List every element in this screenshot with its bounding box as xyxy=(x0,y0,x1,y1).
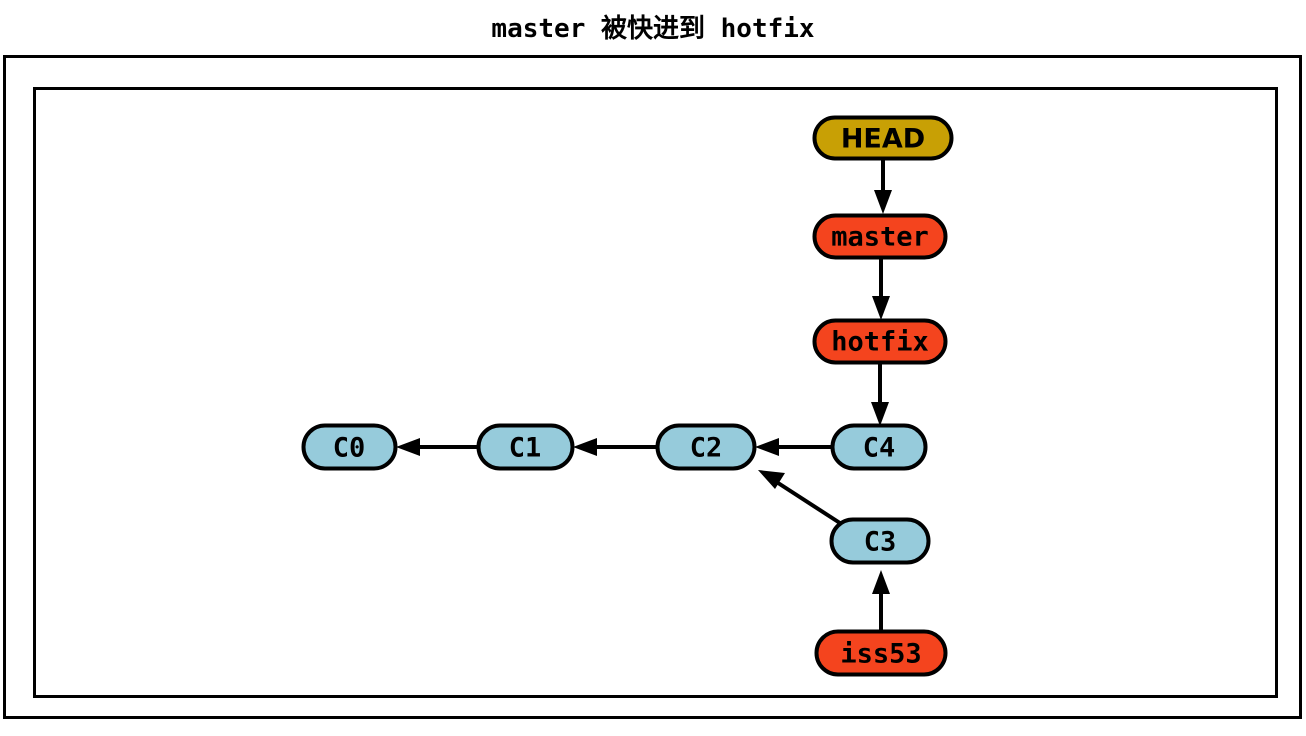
inner-border xyxy=(33,87,1278,698)
node-c4[interactable]: C4 xyxy=(830,423,928,471)
node-head[interactable]: HEAD xyxy=(812,115,954,161)
node-c1[interactable]: C1 xyxy=(476,423,575,471)
node-master-label: master xyxy=(831,222,929,253)
edge-c4-to-c2 xyxy=(755,438,832,456)
edge-master-to-hotfix xyxy=(872,257,890,320)
node-c4-label: C4 xyxy=(863,433,896,464)
edge-hotfix-to-c4 xyxy=(871,362,889,426)
edge-c2-to-c1 xyxy=(573,438,657,456)
node-iss53-label: iss53 xyxy=(840,639,921,670)
page-title: master 被快进到 hotfix xyxy=(491,14,815,44)
edge-c1-to-c0 xyxy=(396,438,477,456)
node-c1-label: C1 xyxy=(509,433,542,464)
node-hotfix-label: hotfix xyxy=(831,327,929,358)
node-hotfix[interactable]: hotfix xyxy=(812,318,948,365)
node-c0-label: C0 xyxy=(333,433,366,464)
node-c3[interactable]: C3 xyxy=(829,517,931,565)
node-c3-label: C3 xyxy=(864,527,897,558)
edge-c3-to-c2 xyxy=(758,470,845,527)
node-c2-label: C2 xyxy=(690,433,723,464)
node-head-label: HEAD xyxy=(841,124,925,155)
node-master[interactable]: master xyxy=(812,213,948,260)
edge-iss53-to-c3 xyxy=(872,570,890,631)
node-c2[interactable]: C2 xyxy=(655,423,757,471)
edge-head-to-master xyxy=(874,158,892,214)
node-c0[interactable]: C0 xyxy=(301,423,398,471)
node-iss53[interactable]: iss53 xyxy=(814,629,948,677)
